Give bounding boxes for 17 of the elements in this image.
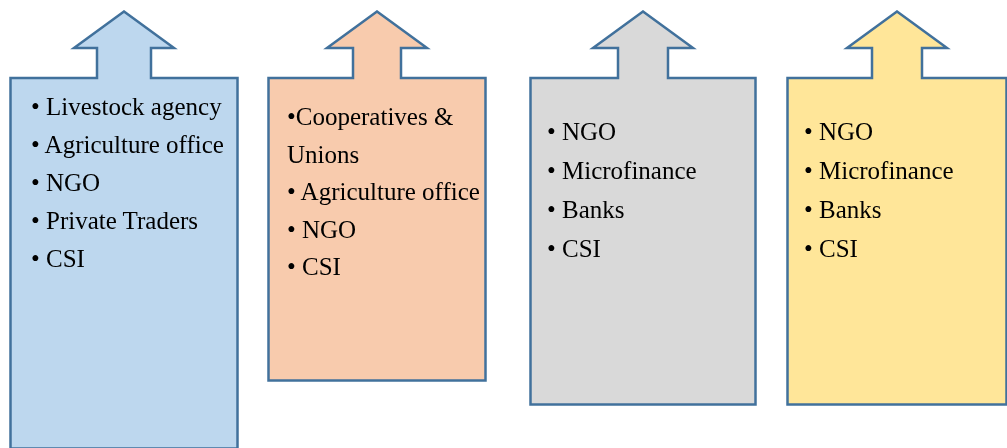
list-item: • Microfinance: [804, 156, 955, 186]
list-item: •Cooperatives & Unions: [287, 102, 455, 170]
list-item: • CSI: [31, 244, 86, 274]
list-item: • Agriculture office: [31, 130, 225, 160]
list-item: • NGO: [547, 117, 618, 147]
list-item: • CSI: [804, 234, 859, 264]
list-item: • NGO: [804, 117, 875, 147]
list-item: • Agriculture office: [287, 177, 481, 207]
list-item: • Private Traders: [31, 206, 200, 236]
list-item: • CSI: [547, 234, 602, 264]
list-item: • Banks: [804, 195, 883, 225]
list-item: • CSI: [287, 252, 342, 282]
list-item: • Banks: [547, 195, 626, 225]
list-item: • Livestock agency: [31, 92, 223, 122]
list-item: • NGO: [31, 168, 102, 198]
list-item: • NGO: [287, 214, 358, 245]
list-item: • Microfinance: [547, 156, 698, 186]
